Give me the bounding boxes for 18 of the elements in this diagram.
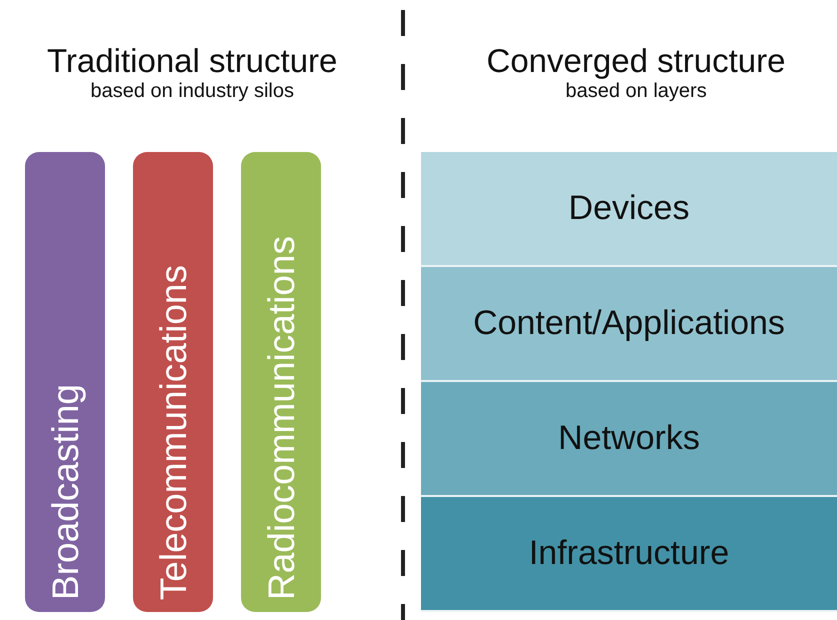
layer-band [421, 152, 837, 267]
section-heading: Traditional structure [47, 42, 338, 80]
layer-label: Networks [558, 419, 700, 458]
silo-label: Radiocommunications [262, 236, 300, 600]
section-subheading: based on layers [566, 80, 707, 103]
layer-band [421, 497, 837, 612]
industry-silo-bar [25, 152, 105, 612]
layer-label: Infrastructure [528, 534, 730, 573]
section-heading: Converged structure [486, 42, 786, 80]
layer-label: Content/Applications [473, 304, 785, 343]
layer-band [421, 267, 837, 382]
silo-label: Broadcasting [46, 384, 84, 600]
industry-silo-bar [241, 152, 321, 612]
industry-silo-bar [133, 152, 213, 612]
silo-label: Telecommunications [154, 264, 192, 600]
section-subheading: based on industry silos [90, 80, 294, 103]
layer-band [421, 382, 837, 497]
layer-label: Devices [568, 189, 690, 228]
